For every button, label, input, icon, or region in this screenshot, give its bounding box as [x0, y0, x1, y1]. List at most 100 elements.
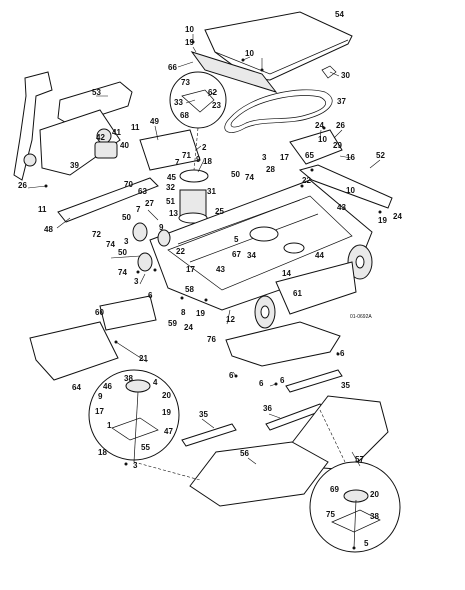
callout-label: 71 [182, 151, 191, 160]
callout-label: 63 [138, 187, 147, 196]
callout-label: 38 [370, 512, 379, 521]
callout-label: 31 [207, 187, 216, 196]
callout-label: 29 [333, 141, 342, 150]
diagram-code: 01-0692A [350, 314, 372, 320]
callout-label: 10 [245, 49, 254, 58]
callout-label: 20 [162, 391, 171, 400]
callout-label: 23 [212, 101, 221, 110]
discharge-chute [29, 321, 119, 381]
callout-label: 19 [162, 408, 171, 417]
callout-label: 4 [153, 378, 158, 387]
belt-cover-edge [214, 39, 349, 75]
callout-label: 34 [247, 251, 256, 260]
callout-label: 2 [202, 143, 207, 152]
blade-35-lower [181, 423, 237, 447]
callout-label: 7 [136, 205, 141, 214]
callout-label: 74 [106, 240, 115, 249]
callout-label: 14 [282, 269, 291, 278]
callout-label: 69 [330, 485, 339, 494]
callout-label: 27 [145, 199, 154, 208]
spindle-plate-right [331, 509, 381, 533]
callout-label: 16 [346, 153, 355, 162]
callout-label: 17 [186, 265, 195, 274]
callout-label: 43 [216, 265, 225, 274]
callout-label: 13 [169, 209, 178, 218]
callout-label: 74 [245, 173, 254, 182]
callout-label: 6 [259, 379, 264, 388]
deck-frame-inner [167, 195, 353, 291]
lift-tube [57, 81, 133, 126]
rear-right-wheel-hub [355, 255, 365, 269]
callout-label: 24 [315, 121, 324, 130]
callout-label: 44 [315, 251, 324, 260]
chute-bracket [99, 295, 157, 331]
callout-label: 9 [196, 155, 201, 164]
spindle-plate-left [111, 417, 159, 441]
callout-label: 68 [180, 111, 189, 120]
callout-label: 61 [293, 289, 302, 298]
callout-label: 3 [124, 237, 129, 246]
callout-label: 70 [124, 180, 133, 189]
callout-label: 22 [176, 247, 185, 256]
callout-label: 36 [263, 404, 272, 413]
deck-front-baffle [275, 261, 357, 315]
callout-label: 60 [95, 308, 104, 317]
callout-label: 53 [92, 88, 101, 97]
callout-label: 56 [240, 449, 249, 458]
clip-part [321, 65, 337, 79]
callout-label: 6 [148, 291, 153, 300]
callout-label: 59 [168, 319, 177, 328]
side-rail-bar [57, 177, 159, 223]
callout-label: 58 [185, 285, 194, 294]
callout-label: 35 [341, 381, 350, 390]
callout-label: 41 [112, 128, 121, 137]
callout-label: 50 [122, 213, 131, 222]
callout-label: 20 [370, 490, 379, 499]
callout-label: 50 [231, 170, 240, 179]
drive-belt-inner [230, 95, 326, 128]
callout-label: 6 [340, 349, 345, 358]
callout-label: 17 [280, 153, 289, 162]
callout-label: 1 [107, 421, 112, 430]
callout-label: 24 [184, 323, 193, 332]
callout-label: 6 [229, 371, 234, 380]
callout-label: 19 [185, 38, 194, 47]
callout-label: 54 [335, 10, 344, 19]
right-support-arm [298, 164, 393, 209]
callout-label: 49 [150, 117, 159, 126]
callout-label: 33 [174, 98, 183, 107]
callout-label: 62 [208, 88, 217, 97]
spindle-shaft-left [133, 391, 139, 463]
callout-label: 10 [185, 25, 194, 34]
deck-shield-plate [139, 129, 201, 171]
callout-label: 48 [44, 225, 53, 234]
gearbox-housing [94, 141, 118, 159]
callout-label: 3 [262, 153, 267, 162]
lift-linkage [39, 109, 121, 176]
callout-label: 12 [226, 315, 235, 324]
callout-label: 46 [103, 382, 112, 391]
callout-label: 74 [118, 268, 127, 277]
callout-label: 3 [134, 277, 139, 286]
callout-label: 19 [378, 216, 387, 225]
blade-35-upper [285, 369, 343, 393]
callout-label: 73 [181, 78, 190, 87]
callout-label: 26 [18, 181, 27, 190]
callout-label: 9 [159, 223, 164, 232]
callout-label: 39 [70, 161, 79, 170]
callout-label: 28 [266, 165, 275, 174]
pulley-top [179, 169, 209, 183]
callout-label: 22 [302, 176, 311, 185]
callout-label: 25 [215, 207, 224, 216]
callout-label: 50 [118, 248, 127, 257]
pulley-base [178, 212, 208, 224]
leader-lines [27, 34, 381, 467]
callout-label: 57 [355, 455, 364, 464]
callout-label: 5 [234, 235, 239, 244]
callout-label: 5 [364, 539, 369, 548]
callout-label: 43 [337, 203, 346, 212]
callout-label: 24 [393, 212, 402, 221]
callout-label: 35 [199, 410, 208, 419]
callout-label: 3 [133, 461, 138, 470]
